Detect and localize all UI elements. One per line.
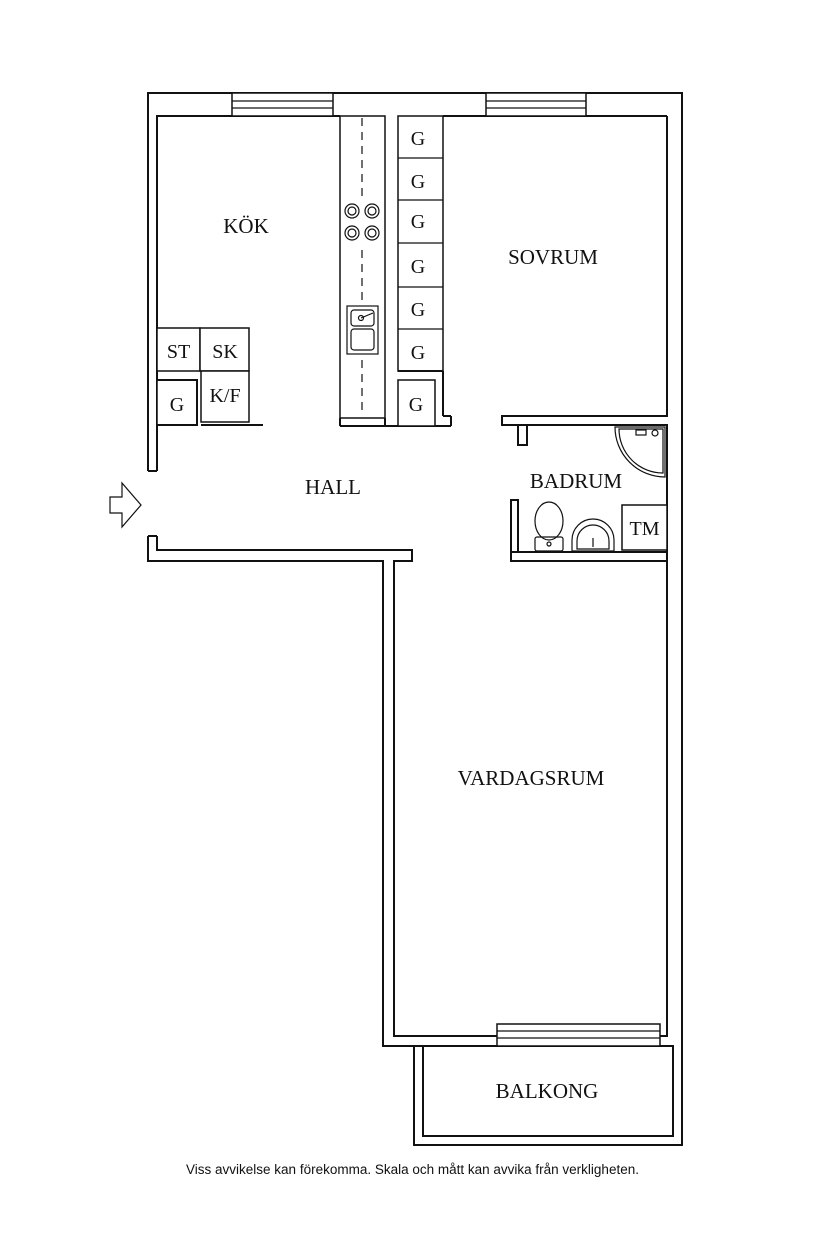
washbasin-icon (571, 518, 615, 552)
room-label-hall: HALL (305, 475, 361, 499)
washing-machine-label: TM (630, 518, 660, 540)
wardrobe-label-5: G (411, 299, 425, 321)
wardrobe-label-4: G (411, 256, 425, 278)
fridge-freezer (200, 370, 250, 423)
kitchen-appliances: ST SK G K/F (156, 327, 263, 426)
hob-icon (344, 203, 380, 241)
toilet-icon (534, 501, 564, 552)
wardrobe-label-1: G (411, 128, 425, 150)
dishwasher (199, 327, 250, 372)
wardrobe-label-6: G (411, 342, 425, 364)
entrance-arrow-icon (109, 481, 142, 529)
washing-machine: TM (621, 504, 668, 551)
kitchen-sink-icon (346, 305, 379, 355)
room-label-living-room: VARDAGSRUM (458, 766, 605, 790)
windows (231, 92, 661, 1047)
room-label-kitchen: KÖK (223, 214, 269, 238)
disclaimer-text: Viss avvikelse kan förekomma. Skala och … (186, 1162, 639, 1177)
kitchen-counter (339, 115, 451, 427)
wardrobe-label-3: G (411, 211, 425, 233)
fridge-freezer-label: K/F (209, 385, 240, 407)
room-label-bathroom: BADRUM (530, 469, 623, 493)
stove (156, 327, 201, 372)
dishwasher-label: SK (212, 341, 238, 363)
stove-label: ST (167, 341, 190, 363)
kitchen-wardrobe-label: G (170, 394, 184, 416)
room-label-balcony: BALKONG (496, 1079, 599, 1103)
shower-icon (614, 426, 666, 478)
room-label-bedroom: SOVRUM (508, 245, 598, 269)
wardrobe-label-2: G (411, 171, 425, 193)
wardrobe-label-7: G (409, 394, 423, 416)
wardrobes: G G G G G G G (397, 115, 452, 427)
